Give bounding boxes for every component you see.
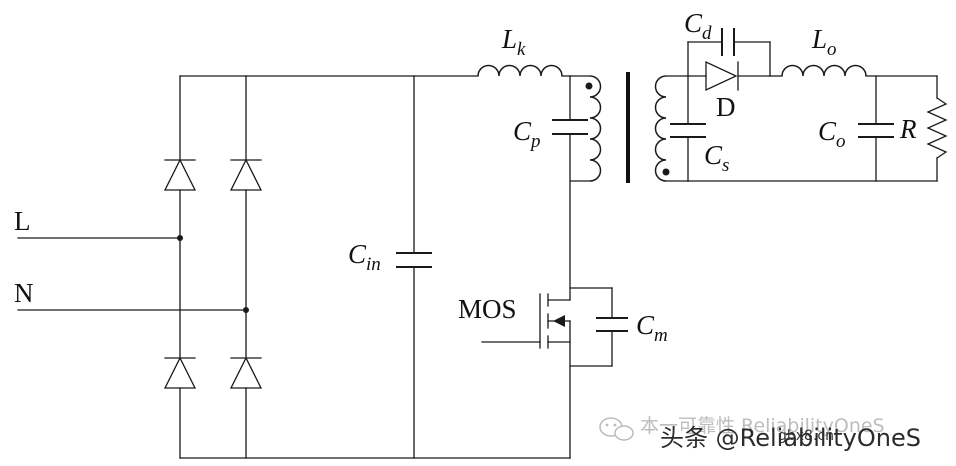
mosfet-snubber-capacitor [569, 287, 628, 367]
lk-label: Lk [501, 24, 526, 60]
output-diode [687, 60, 771, 92]
cp-label: Cp [513, 116, 541, 152]
co-label: Co [818, 116, 846, 152]
load-resistor [687, 75, 948, 182]
leakage-inductor [477, 64, 571, 77]
primary-parallel-capacitor [552, 119, 588, 135]
cd-label: Cd [684, 8, 712, 44]
bridge-diode-bottom-left [163, 356, 197, 389]
bridge-diode-top-left [163, 158, 197, 191]
watermark: 本一可靠性 ReliabilityOneS 头条 @ReliabilityOne… [599, 415, 921, 452]
bridge-rectifier [163, 75, 571, 459]
diode-parallel-capacitor [687, 28, 771, 77]
mosfet-switch [481, 287, 571, 459]
r-label: R [899, 114, 917, 144]
output-capacitor [858, 75, 894, 182]
secondary-winding [654, 75, 689, 182]
input-lines [17, 235, 249, 313]
line-terminal-label: L [14, 206, 31, 236]
neutral-terminal-label: N [14, 278, 34, 308]
lo-label: Lo [811, 24, 837, 60]
watermark-account: 本一可靠性 ReliabilityOneS [640, 415, 885, 437]
bridge-diode-top-right [229, 158, 263, 191]
diode-label: D [716, 92, 736, 122]
cin-label: Cin [348, 239, 381, 275]
bridge-diode-bottom-right [229, 356, 263, 389]
watermark-headline: 头条 @ReliabilityOneS [660, 424, 921, 452]
secondary-parallel-capacitor [670, 75, 706, 182]
output-inductor [769, 64, 938, 77]
mos-label: MOS [458, 294, 517, 324]
cm-label: Cm [636, 310, 668, 346]
wechat-icon [599, 417, 634, 441]
cs-label: Cs [704, 140, 729, 176]
watermark-site: gbx8.cn [778, 428, 834, 444]
primary-winding [569, 75, 602, 289]
input-capacitor [396, 75, 432, 459]
